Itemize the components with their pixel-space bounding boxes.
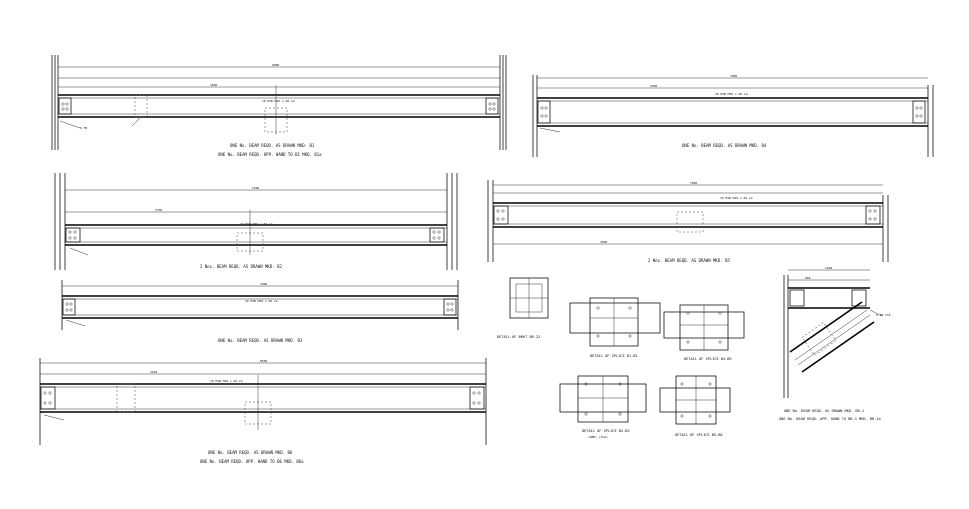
beam-b5-caption-1: 2 Nos. BEAM REQD. AS DRAWN MKD. B5 [648, 258, 730, 263]
beam-b6-caption-1: ONE No. BEAM REQD. AS DRAWN MKD. B6 [208, 450, 293, 455]
beam-b6-mid-dim: 4250 [150, 370, 157, 374]
angle-beam-caption-1: ONE No. BEAM REQD. AS DRAWN MKD. BR-1 [784, 409, 864, 413]
beam-b1-bolt-callout: 10 HSB M20 x 60 LG [262, 99, 295, 103]
beam-b1-overall-dim: 9000 [272, 63, 279, 67]
beam-b6-caption-2: ONE No. BEAM REQD. OPP. HAND TO B6 MKD. … [200, 459, 304, 464]
beam-b5: 7000 3500 10 HSB M20 x 60 LG 2 Nos. BEAM… [487, 180, 889, 263]
beam-b4-caption-1: ONE No. BEAM REQD. AS DRAWN MKD. B4 [682, 143, 767, 148]
beam-b2: 7500 3750 10 HSB M20 x 60 LG 2 Nos. BEAM… [54, 173, 458, 270]
detail-brkt-caption: DETAIL OF BRKT BR-22 [497, 335, 540, 339]
beam-b3-bolt-callout: 10 HSB M20 x 60 LG [245, 299, 278, 303]
beam-b3: 7000 10 HSB M20 x 60 LG ONE No. BEAM REQ… [61, 280, 459, 343]
beam-b3-overall-dim: 7000 [260, 282, 267, 286]
beam-b2-overall-dim: 7500 [252, 186, 259, 190]
detail-splice-b5-b6: DETAIL OF SPLICE B5-B6 [659, 375, 731, 437]
beam-b4-overall-dim: 7000 [730, 74, 737, 78]
beam-b6-bolt-callout: 10 HSB M20 x 60 LG [210, 379, 243, 383]
angle-beam-weld-note: 6 FW TYP. [876, 313, 892, 317]
beam-b5-bolt-callout: 10 HSB M20 x 60 LG [720, 196, 753, 200]
beam-b2-bolt-callout: 10 HSB M20 x 60 LG [240, 222, 273, 226]
detail-splice-b2-b3-caption: DETAIL OF SPLICE B2-B3 [582, 429, 630, 433]
detail-splice-b2-b3: DETAIL OF SPLICE B2-B3 (WEB) (FLG) [559, 375, 647, 439]
angle-beam-top-dim: 1200 [825, 266, 832, 270]
beam-b4-mid-dim: 3500 [650, 84, 657, 88]
angle-beam-mid-dim: 600 [805, 276, 811, 280]
beam-b2-caption-1: 2 Nos. BEAM REQD. AS DRAWN MKD. B2 [200, 264, 282, 269]
beam-b1: 9000 4500 10 HSB M20 x 60 LG 6 FW ONE No… [51, 55, 507, 157]
detail-brkt: DETAIL OF BRKT BR-22 [497, 277, 549, 339]
beam-b6: 8500 4250 10 HSB M20 x 60 LG ONE No. BEA… [39, 358, 487, 464]
detail-splice-b4-b5-caption: DETAIL OF SPLICE B4-B5 [684, 357, 732, 361]
detail-splice-b2-b3-sub: (WEB) (FLG) [588, 435, 608, 439]
beam-b1-caption-1: ONE No. BEAM REQD. AS DRAWN MKD. B1 [230, 143, 315, 148]
beam-b1-caption-2: ONE No. BEAM REQD. OPP. HAND TO B1 MKD. … [218, 152, 322, 157]
detail-splice-b5-b6-caption: DETAIL OF SPLICE B5-B6 [675, 433, 723, 437]
beam-b3-caption-1: ONE No. BEAM REQD. AS DRAWN MKD. B3 [218, 338, 303, 343]
beam-b2-mid-dim: 3750 [155, 208, 162, 212]
beam-b5-overall-dim: 7000 [690, 181, 697, 185]
beam-b6-overall-dim: 8500 [260, 359, 267, 363]
detail-splice-b1-b2: DETAIL OF SPLICE B1-B2 [569, 297, 661, 358]
beam-b1-mid-dim: 4500 [210, 83, 217, 87]
beam-b4-bolt-callout: 10 HSB M20 x 60 LG [715, 92, 748, 96]
beam-b4: 7000 3500 10 HSB M20 x 60 LG ONE No. BEA… [532, 74, 934, 157]
detail-splice-b4-b5: DETAIL OF SPLICE B4-B5 [663, 304, 745, 361]
angle-beam-br1: 1200 600 6 FW TYP. ONE No. BEAM REQD. AS… [779, 266, 892, 421]
angle-beam-caption-2: ONE No. BEAM REQD. OPP. HAND TO BR-1 MKD… [779, 417, 881, 421]
beam-b5-mid-dim: 3500 [600, 240, 607, 244]
beam-b1-weld-note: 6 FW [80, 126, 87, 130]
detail-splice-b1-b2-caption: DETAIL OF SPLICE B1-B2 [590, 354, 638, 358]
